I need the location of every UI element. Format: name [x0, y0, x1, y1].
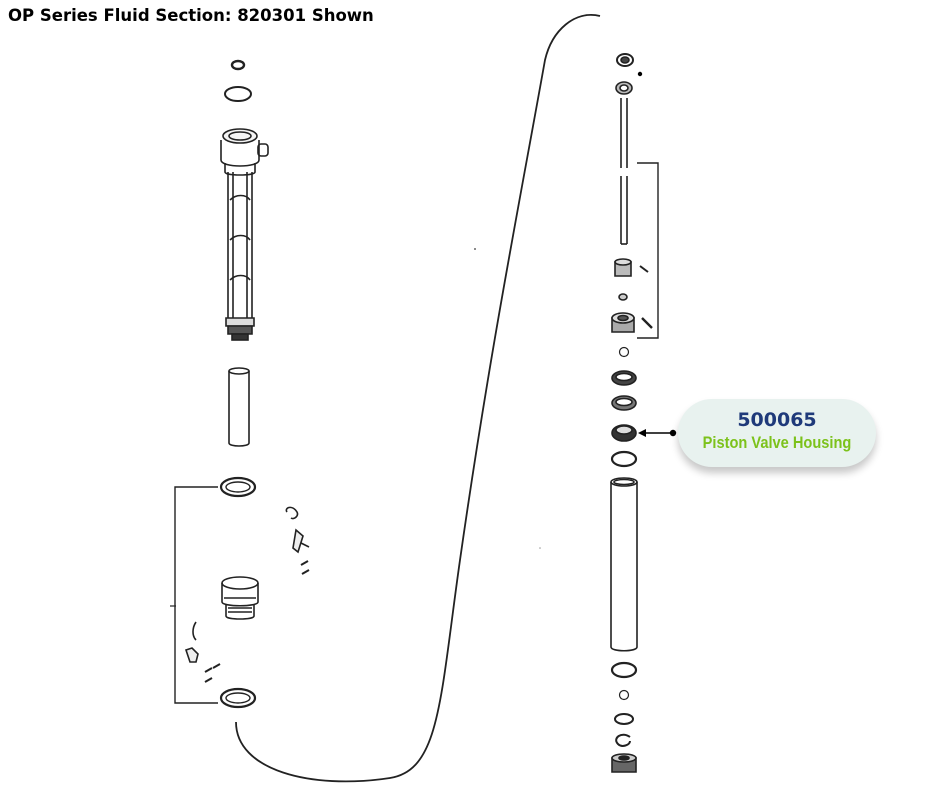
housing-o-ring — [610, 450, 638, 468]
right-assembly — [610, 53, 659, 773]
foot-valve-housing — [221, 576, 259, 620]
clip-pins-upper — [285, 506, 310, 575]
piston-body — [611, 312, 635, 333]
check-ball-lower — [618, 689, 630, 701]
displacement-rod — [620, 98, 628, 245]
piston-valve-housing — [611, 424, 637, 442]
rod-washer — [615, 81, 633, 95]
top-o-ring — [224, 86, 252, 102]
clip-pins-lower — [184, 621, 221, 683]
top-nut — [230, 59, 246, 71]
leader-arrow-icon — [638, 429, 677, 437]
check-ball-upper — [618, 346, 630, 358]
part-name: Piston Valve Housing — [702, 433, 852, 452]
left-bracket — [174, 486, 218, 704]
bracket-ring-bottom — [219, 687, 257, 709]
part-callout: 500065 Piston Valve Housing — [678, 399, 876, 467]
sleeve-tube — [228, 367, 250, 447]
small-washer — [618, 293, 628, 301]
page-title: OP Series Fluid Section: 820301 Shown — [8, 6, 374, 25]
part-number: 500065 — [737, 409, 817, 431]
cylinder-tube — [610, 477, 638, 652]
upper-seal — [611, 370, 637, 386]
foot-valve — [611, 753, 637, 773]
tube-o-ring — [610, 661, 638, 679]
connection-loop — [235, 14, 601, 783]
right-bracket — [637, 162, 659, 339]
pump-cylinder — [225, 172, 255, 341]
bracket-ring-top — [219, 476, 257, 498]
left-assembly — [170, 59, 310, 709]
lower-seal — [611, 395, 637, 411]
outlet-housing — [220, 128, 269, 176]
piston-nut — [614, 258, 632, 277]
seat-ring — [614, 713, 634, 725]
rod-nut — [616, 53, 634, 67]
retainer-clip — [615, 733, 631, 747]
